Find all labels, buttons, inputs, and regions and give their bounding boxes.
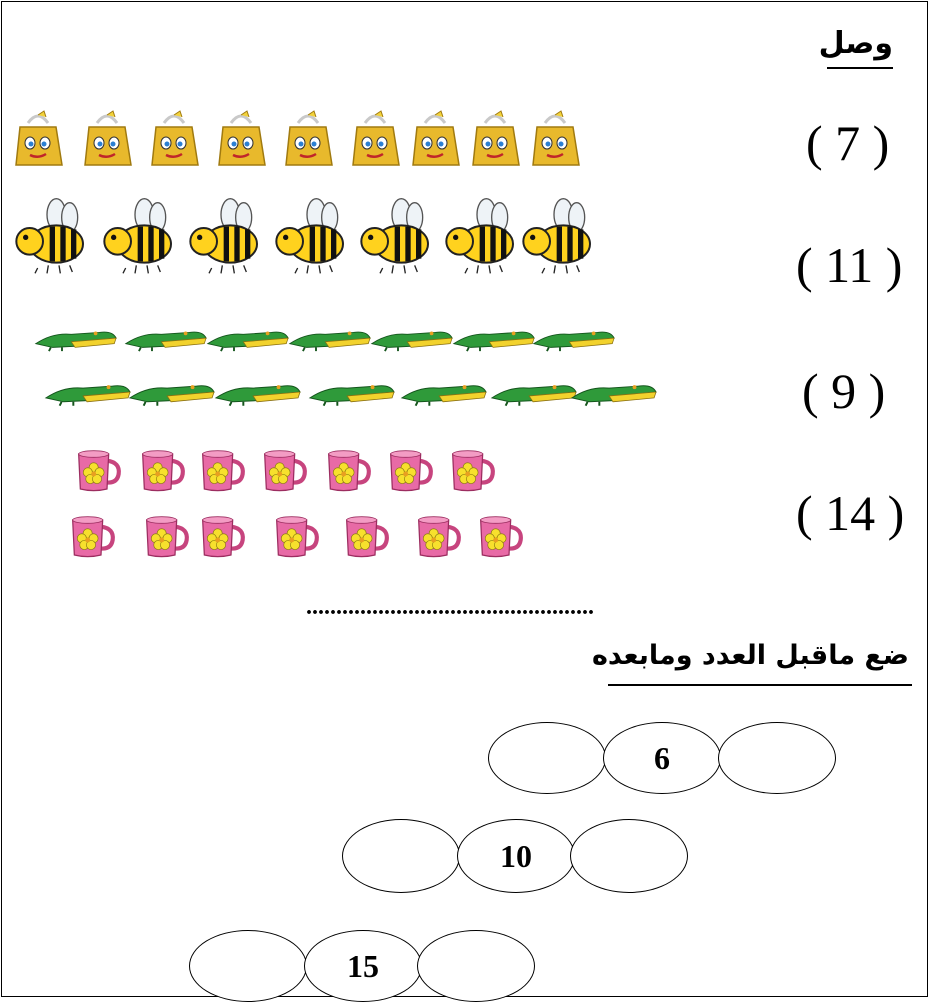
bee-icon [445, 198, 514, 274]
mug-icon [346, 516, 389, 558]
mug-icon [202, 516, 245, 558]
shopping-bag-icon [532, 110, 580, 166]
mug-icon [146, 516, 189, 558]
shopping-bag-icon [412, 110, 460, 166]
mug-icon [390, 450, 433, 492]
crocodile-icon [124, 331, 207, 352]
crocodile-icon [308, 385, 395, 407]
match-title: وصل [818, 26, 893, 61]
shopping-bag-icon [285, 110, 333, 166]
bee-icon [522, 198, 591, 274]
shopping-bag-icon [218, 110, 266, 166]
crocodile-icon [370, 331, 453, 352]
number-14: ( 14 ) [796, 485, 905, 541]
bee-icon [275, 198, 344, 274]
number-10-bubble: 10 [457, 819, 575, 893]
crocodile-icon [288, 331, 371, 352]
crocodile-icon [532, 331, 615, 352]
mug-icon [264, 450, 307, 492]
bee-icon [15, 198, 84, 274]
mug-icon [452, 450, 495, 492]
mug-icon [72, 516, 115, 558]
crocodile-icon [128, 385, 215, 407]
bee-icon [360, 198, 429, 274]
before-6-field[interactable] [488, 722, 606, 794]
bee-icon [189, 198, 258, 274]
mug-icon [78, 450, 121, 492]
number-11: ( 11 ) [796, 237, 903, 293]
shopping-bag-icon [15, 110, 63, 166]
crocodile-icon [570, 385, 657, 407]
shopping-bag-icon [352, 110, 400, 166]
before-15-field[interactable] [189, 930, 307, 1002]
mug-icon [276, 516, 319, 558]
crocodile-icon [400, 385, 487, 407]
crocodile-icon [490, 385, 577, 407]
after-6-field[interactable] [718, 722, 836, 794]
before-after-title-underline [608, 684, 912, 686]
crocodile-icon [214, 385, 301, 407]
mug-icon [202, 450, 245, 492]
shopping-bag-icon [472, 110, 520, 166]
match-title-underline [827, 67, 893, 69]
bee-icon [103, 198, 172, 274]
mug-icon [480, 516, 523, 558]
before-10-field[interactable] [342, 819, 460, 893]
crocodile-icon [452, 331, 535, 352]
number-6-bubble: 6 [603, 722, 721, 794]
mug-icon [328, 450, 371, 492]
number-9: ( 9 ) [802, 363, 886, 419]
crocodile-icon [44, 385, 131, 407]
before-after-title: ضع ماقبل العدد ومابعده [591, 640, 909, 671]
number-7: ( 7 ) [806, 115, 890, 171]
mug-icon [418, 516, 461, 558]
after-10-field[interactable] [570, 819, 688, 893]
crocodile-icon [206, 331, 289, 352]
crocodile-icon [34, 331, 117, 352]
answer-dotted-line: ........................................… [306, 594, 594, 620]
mug-icon [142, 450, 185, 492]
shopping-bag-icon [151, 110, 199, 166]
shopping-bag-icon [84, 110, 132, 166]
number-15-bubble: 15 [304, 930, 422, 1002]
after-15-field[interactable] [417, 930, 535, 1002]
